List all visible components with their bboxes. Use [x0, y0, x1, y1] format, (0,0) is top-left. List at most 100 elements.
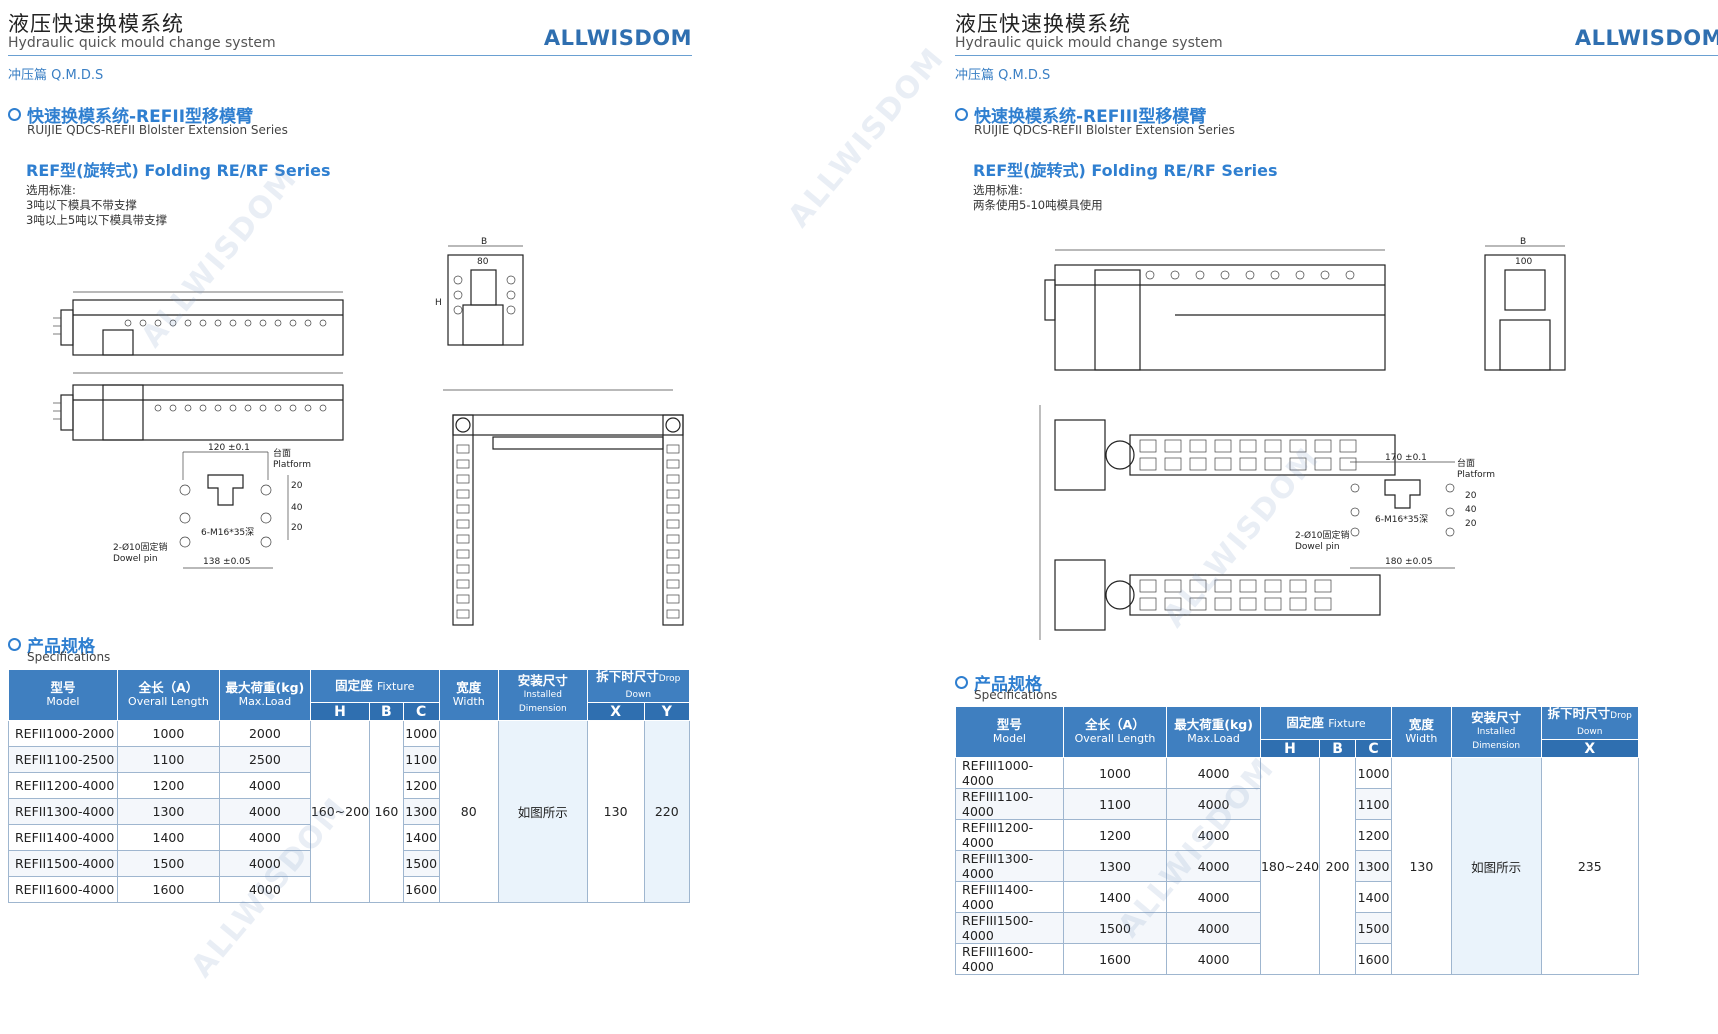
cell-h: 180~240 — [1259, 757, 1321, 975]
cell-length: 1000 — [1062, 757, 1168, 789]
dim-bottom: 138 ±0.05 — [203, 557, 251, 567]
side-view-drawing-1 — [53, 280, 348, 360]
dim-20a: 20 — [291, 481, 303, 491]
cell-h: 160~200 — [309, 720, 371, 903]
cell-model: REFII1100-2500 — [8, 746, 118, 773]
col-x: X — [1540, 739, 1639, 758]
col-fixture: 固定座 Fixture — [309, 669, 440, 703]
cell-c: 1500 — [402, 850, 440, 877]
page-title-en: Hydraulic quick mould change system — [8, 35, 276, 51]
dim-20b: 20 — [1465, 519, 1477, 529]
cell-length: 1500 — [116, 850, 220, 877]
page-title-cn: 液压快速换模系统 — [8, 12, 184, 36]
note-line: 3吨以上5吨以下模具带支撑 — [26, 213, 168, 227]
dim-20b: 20 — [291, 523, 303, 533]
end-view-drawing: B 80 H — [433, 237, 533, 350]
cell-length: 1600 — [1062, 943, 1168, 975]
cell-c: 1300 — [402, 798, 440, 825]
dowel-en: Dowel pin — [113, 554, 158, 564]
selection-notes: 选用标准: 两条使用5-10吨模具使用 — [973, 183, 1103, 213]
cell-model: REFIII1100-4000 — [955, 788, 1064, 820]
platform-cn: 台面 — [1457, 457, 1475, 469]
cell-c: 1600 — [402, 876, 440, 903]
spec-title-cn: 产品规格 — [27, 637, 95, 657]
cell-load: 4000 — [1166, 757, 1261, 789]
watermark: ALLWISDOM — [781, 40, 952, 235]
spec-title-en: Specifications — [27, 650, 111, 664]
cell-length: 1300 — [1062, 850, 1168, 882]
platform-en: Platform — [1457, 470, 1495, 480]
platform-en: Platform — [273, 460, 311, 470]
cell-c: 1100 — [1355, 788, 1393, 820]
cell-c: 1300 — [1355, 850, 1393, 882]
cell-c: 1400 — [402, 824, 440, 851]
bullet-ring-icon — [8, 638, 21, 651]
cell-c: 1500 — [1355, 912, 1393, 944]
cell-model: REFII1200-4000 — [8, 772, 118, 799]
cell-model: REFII1600-4000 — [8, 876, 118, 903]
bullet-ring-icon — [955, 676, 968, 689]
cell-c: 1000 — [1355, 757, 1393, 789]
cell-width: 130 — [1391, 757, 1452, 975]
table-row: REFII1000-2000 1000 2000 160~200 160 100… — [8, 720, 691, 903]
bullet-ring-icon — [8, 108, 21, 121]
col-c: C — [402, 702, 440, 721]
cell-width: 80 — [438, 720, 499, 903]
col-y: Y — [643, 702, 691, 721]
brand-logo: ALLWISDOM — [543, 26, 692, 50]
section-title-cn: 快速换模系统-REFIII型移模臂 — [974, 107, 1207, 127]
cell-load: 2000 — [218, 720, 311, 747]
col-length: 全长（A）Overall Length — [116, 669, 220, 721]
page-title-cn: 液压快速换模系统 — [955, 12, 1131, 36]
cell-c: 1200 — [402, 772, 440, 799]
fixture-detail-drawing: 120 ±0.1 台面 Platform 20 40 20 6-M16*35深 … — [113, 440, 313, 580]
side-view-drawing — [1044, 240, 1390, 375]
col-drop: 拆下时尺寸Drop Down — [1540, 706, 1639, 740]
cell-c: 1600 — [1355, 943, 1393, 975]
col-length: 全长（A）Overall Length — [1062, 706, 1168, 758]
cell-model: REFII1500-4000 — [8, 850, 118, 877]
cell-model: REFIII1600-4000 — [955, 943, 1064, 975]
note-line: 选用标准: — [26, 183, 76, 197]
cell-length: 1100 — [116, 746, 220, 773]
cell-load: 2500 — [218, 746, 311, 773]
cell-x: 235 — [1540, 757, 1639, 975]
col-x: X — [586, 702, 645, 721]
cell-model: REFIII1300-4000 — [955, 850, 1064, 882]
dim-b-label: B — [481, 237, 487, 247]
note-line: 两条使用5-10吨模具使用 — [973, 198, 1103, 212]
cell-load: 4000 — [218, 850, 311, 877]
header-subtitle: 冲压篇 Q.M.D.S — [955, 68, 1051, 83]
cell-load: 4000 — [218, 772, 311, 799]
cell-length: 1200 — [1062, 819, 1168, 851]
section-title-en: RUIJIE QDCS-REFII Blolster Extension Ser… — [974, 123, 1235, 137]
cell-c: 1000 — [402, 720, 440, 747]
cell-model: REFII1000-2000 — [8, 720, 118, 747]
cell-model: REFIII1200-4000 — [955, 819, 1064, 851]
side-view-drawing-2 — [53, 365, 348, 445]
dim-40: 40 — [291, 503, 303, 513]
cell-install: 如图所示 — [1450, 757, 1542, 975]
dowel-cn: 2-Ø10固定销 — [1295, 529, 1350, 541]
header-divider — [955, 55, 1718, 56]
cell-b: 200 — [1319, 757, 1357, 975]
page-title-en: Hydraulic quick mould change system — [955, 35, 1223, 51]
dim-20a: 20 — [1465, 491, 1477, 501]
table-row: REFIII1000-4000 1000 4000 180~240 200 10… — [955, 757, 1639, 975]
section-title-cn: 快速换模系统-REFII型移模臂 — [27, 107, 254, 127]
cell-c: 1400 — [1355, 881, 1393, 913]
cell-length: 1400 — [1062, 881, 1168, 913]
dim-top: 170 ±0.1 — [1385, 453, 1427, 463]
